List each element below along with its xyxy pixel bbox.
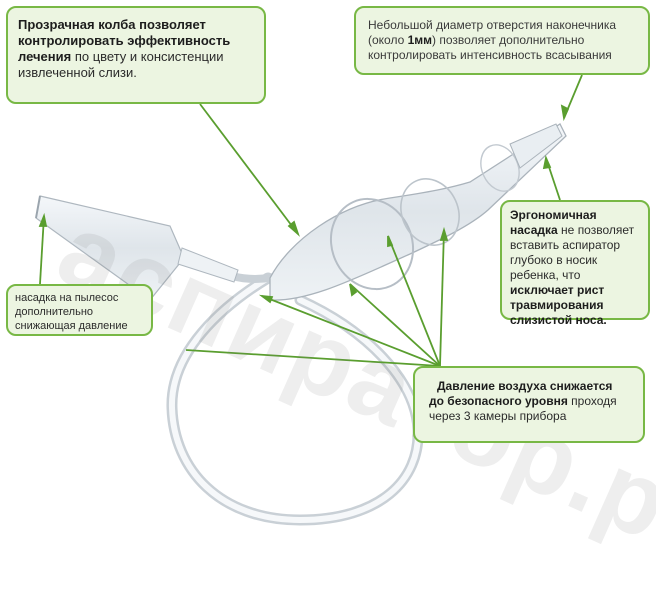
callout-nozzle-bold1: Эргономичная насадка	[510, 208, 597, 237]
callout-bulb-bold: Прозрачная колба позволяет контролироват…	[18, 17, 231, 64]
callout-tip-text2: ) позволяет дополнительно контролировать…	[368, 33, 612, 62]
callout-pressure-bold: Давление воздуха снижается до безопасног…	[429, 379, 613, 408]
callout-tip-text1: Небольшой диаметр отверстия наконечника …	[368, 18, 617, 47]
callout-transparent-bulb: Прозрачная колба позволяет контролироват…	[6, 6, 266, 104]
callout-vacuum-text: насадка на пылесос дополнительно снижающ…	[15, 292, 128, 332]
callout-tip-diameter: Небольшой диаметр отверстия наконечника …	[354, 6, 650, 75]
callout-nozzle-bold2: исключает рист травмирования слизистой н…	[510, 283, 607, 327]
callout-bulb-text: по цвету и консистенции извлеченной слиз…	[18, 49, 224, 80]
pointer-lines	[38, 74, 583, 367]
callout-pressure-text: проходя через 3 камеры прибора	[429, 394, 617, 423]
callout-tip-bold: 1мм	[407, 33, 433, 47]
callout-ergonomic-nozzle: Эргономичная насадка не позволяет встави…	[500, 200, 650, 327]
callout-nozzle-text1: не позволяет вставить аспиратор глубоко …	[510, 223, 635, 282]
aspirator-illustration	[35, 74, 583, 526]
aspirator-body	[269, 123, 567, 301]
vacuum-adapter	[35, 195, 239, 301]
callout-pressure: Давление воздуха снижается до безопасног…	[413, 366, 645, 443]
callout-vacuum-adapter: насадка на пылесос дополнительно снижающ…	[6, 284, 153, 336]
